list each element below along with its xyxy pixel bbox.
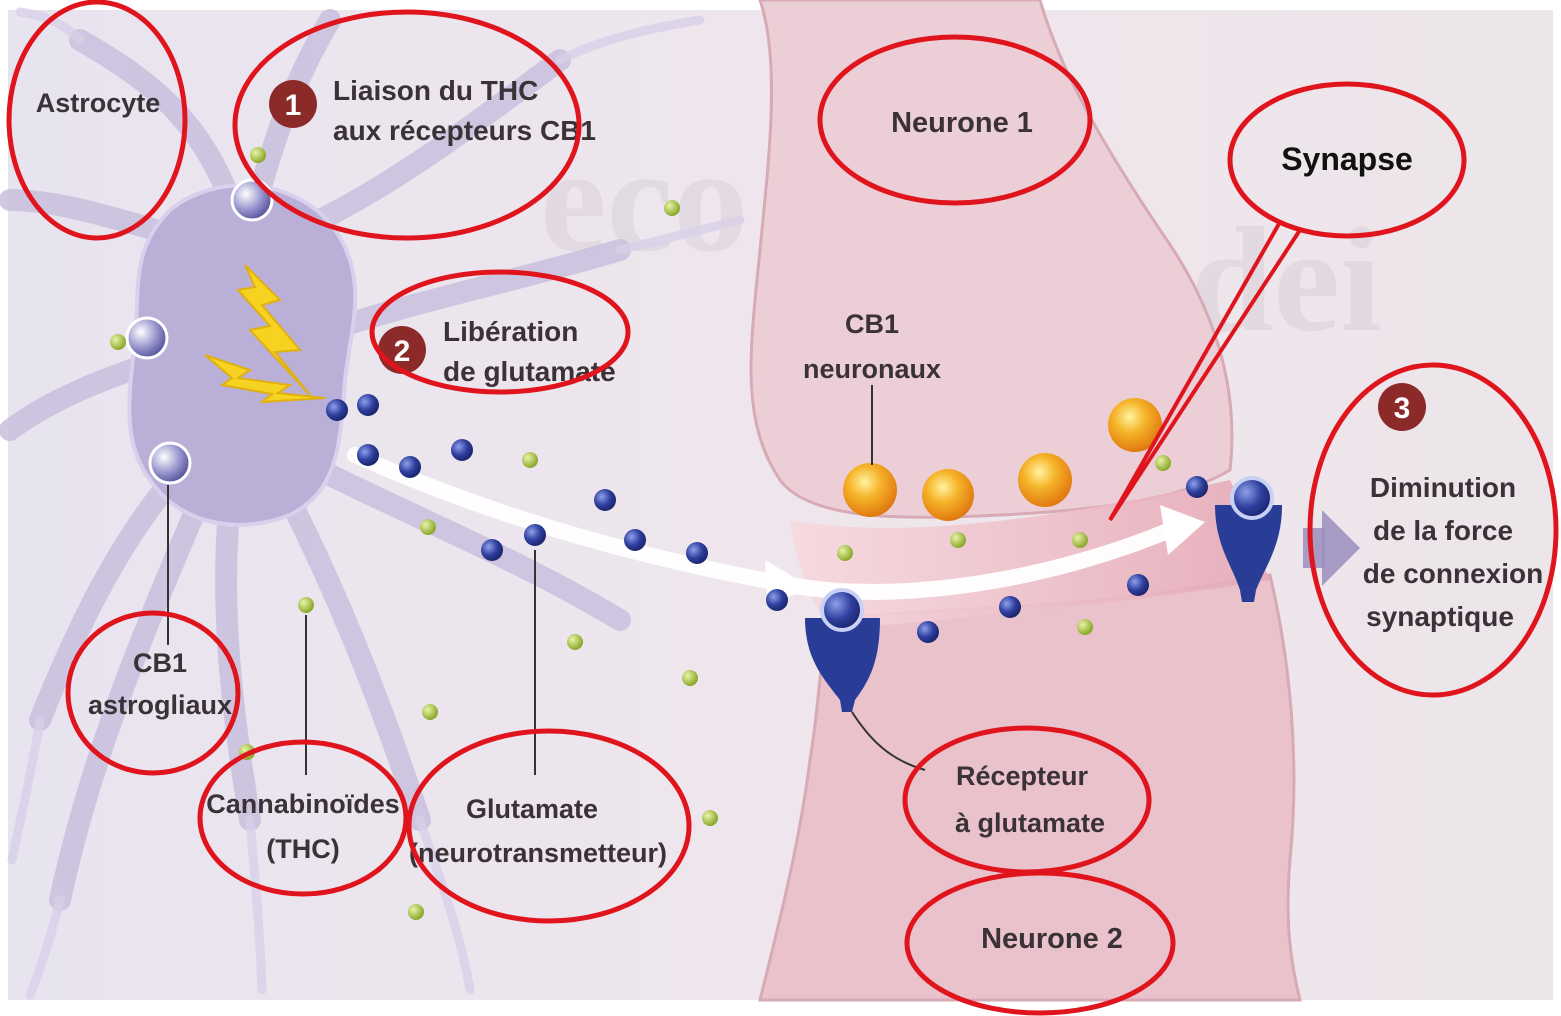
label-step1-line2: aux récepteurs CB1 — [333, 115, 596, 146]
label-astrocyte: Astrocyte — [36, 88, 161, 118]
step1-badge: 1 — [269, 80, 317, 128]
label-step3-line1: Diminution — [1370, 472, 1516, 503]
label-cannabinoides-line2: (THC) — [266, 834, 339, 864]
label-cb1-neuronaux-line2: neuronaux — [803, 354, 941, 384]
label-neurone1: Neurone 1 — [891, 107, 1033, 139]
label-step3-line3: de connexion — [1363, 558, 1543, 589]
label-synapse: Synapse — [1281, 141, 1413, 177]
step3-badge: 3 — [1378, 383, 1426, 431]
label-cannabinoides-line1: Cannabinoïdes — [206, 789, 400, 819]
svg-text:dei: dei — [1190, 197, 1382, 363]
label-step1-line1: Liaison du THC — [333, 75, 538, 106]
svg-text:1: 1 — [285, 89, 302, 122]
label-recepteur-line1: Récepteur — [956, 761, 1089, 791]
svg-text:3: 3 — [1394, 392, 1411, 425]
label-step2-line2: de glutamate — [443, 356, 616, 387]
label-recepteur-line2: à glutamate — [955, 808, 1105, 838]
label-step2-line1: Libération — [443, 316, 578, 347]
label-step3-line2: de la force — [1373, 515, 1513, 546]
svg-text:2: 2 — [394, 335, 411, 368]
label-glutamate-line2: (neurotransmetteur) — [409, 838, 667, 868]
label-neurone2: Neurone 2 — [981, 923, 1123, 955]
label-step3-line4: synaptique — [1366, 601, 1514, 632]
label-cb1-astro-line1: CB1 — [133, 648, 187, 678]
label-cb1-astro-line2: astrogliaux — [88, 690, 232, 720]
step2-badge: 2 — [378, 326, 426, 374]
label-cb1-neuronaux-line1: CB1 — [845, 309, 899, 339]
label-glutamate-line1: Glutamate — [466, 794, 598, 824]
